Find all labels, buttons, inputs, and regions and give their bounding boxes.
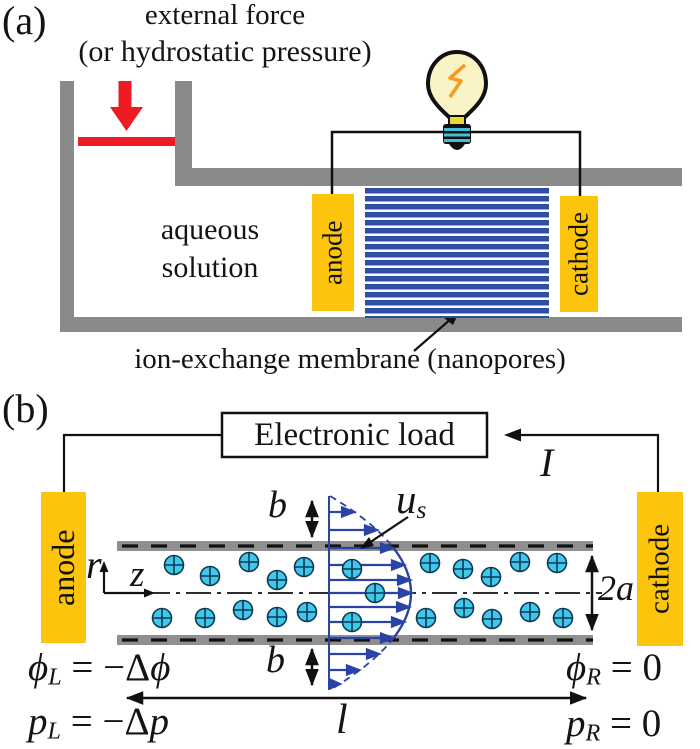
electronic-load-label: Electronic load [254, 417, 455, 453]
force-caption-line2: (or hydrostatic pressure) [78, 35, 372, 68]
phi-right-formula: ϕR = 0 [566, 646, 662, 691]
panel-a-tag: (a) [2, 0, 47, 43]
cation-icon [364, 582, 386, 604]
top-bar [175, 168, 682, 186]
piston [78, 137, 175, 146]
solution-caption-line1: aqueous [160, 213, 260, 246]
force-caption-line1: external force [144, 0, 306, 31]
slip-velocity-label: us [396, 476, 427, 524]
cation-icon [238, 551, 260, 573]
slip-top-label: b [268, 484, 287, 526]
slip-bottom-label: b [266, 639, 285, 681]
cation-icon [151, 607, 173, 629]
axis-z-label: z [130, 554, 145, 595]
diameter-label: 2a [598, 568, 634, 608]
coordinate-axes [99, 561, 155, 598]
cation-icon [266, 569, 288, 591]
cathode-b: cathode [637, 492, 683, 646]
ion-exchange-membrane [365, 188, 549, 318]
bulb-spark-icon [448, 63, 467, 98]
circuit-wires-b [62, 433, 660, 492]
length-label: l [336, 697, 348, 743]
us-pointer-arrow [360, 516, 409, 549]
cathode-b-label: cathode [643, 523, 676, 615]
anode-b: anode [41, 492, 86, 643]
bottom-bar [60, 317, 682, 332]
cation-icon [509, 551, 531, 573]
force-arrow-shaft [118, 81, 132, 108]
light-bulb-icon [426, 50, 488, 150]
cation-icon [293, 556, 315, 578]
cation-icon [266, 606, 288, 628]
inner-wall [175, 81, 192, 186]
axis-r-label: r [86, 542, 102, 587]
cation-icon [552, 607, 574, 629]
cation-icon [480, 566, 502, 588]
cation-icon [452, 558, 474, 580]
solution-caption-line2: solution [161, 251, 259, 284]
cation-icon [415, 607, 437, 629]
p-left-formula: pL = −Δp [28, 700, 170, 745]
panel-b-tag: (b) [2, 386, 49, 431]
membrane-caption: ion-exchange membrane (nanopores) [134, 343, 566, 375]
cation-icon [341, 558, 363, 580]
current-arrow-head [504, 428, 521, 442]
cation-icon [199, 565, 221, 587]
cation-icon [519, 601, 541, 623]
dimension-arrows [125, 499, 599, 705]
electronic-load-box [220, 411, 489, 459]
cation-icon [163, 554, 185, 576]
bulb-tip [449, 144, 465, 150]
z-axis-arrow [144, 588, 155, 598]
cation-icon [419, 552, 441, 574]
left-wall [60, 81, 74, 332]
anode-b-label: anode [45, 529, 81, 606]
cation-icon [232, 599, 254, 621]
phi-left-formula: ϕL = −Δϕ [28, 646, 171, 691]
cation-icon [194, 607, 216, 629]
cation-icon [481, 608, 503, 630]
force-arrow-head [110, 107, 143, 131]
cation-icon [546, 552, 568, 574]
cation-icon [453, 597, 475, 619]
r-axis-arrow [99, 561, 109, 572]
profile-envelope-dashed [329, 495, 412, 691]
cation-icon [341, 611, 363, 633]
cation-icon [296, 601, 318, 623]
bulb-base-threads [444, 128, 470, 142]
p-right-formula: pR = 0 [566, 702, 662, 747]
current-label: I [540, 440, 554, 485]
